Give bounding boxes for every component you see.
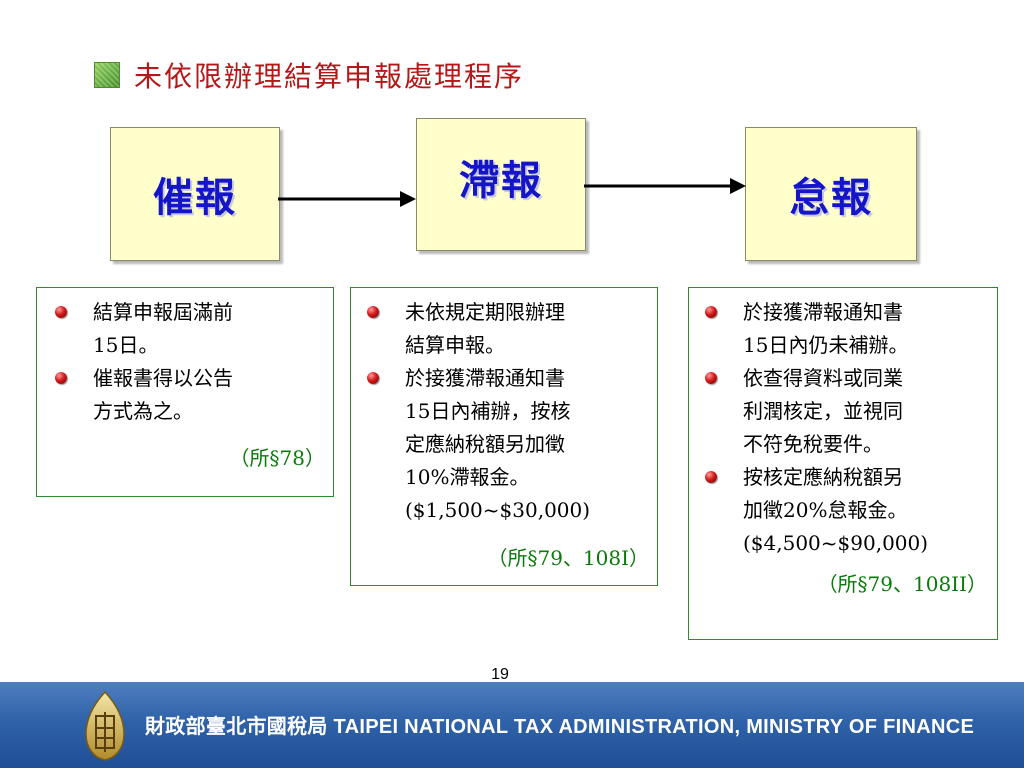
step-label-late-filing: 滯報	[459, 156, 543, 204]
red-bullet-icon	[55, 306, 67, 318]
detail-text-line: 不符免稅要件。	[743, 432, 883, 456]
detail-bullet-item: 催報書得以公告方式為之。	[55, 362, 325, 428]
detail-text-line: 加徵20%怠報金。	[743, 498, 908, 522]
detail-text-line: 15日內補辦，按核	[405, 399, 571, 423]
red-bullet-icon	[367, 372, 379, 384]
slide-title: 未依限辦理結算申報處理程序	[134, 60, 525, 93]
arrow-reminder-to-late-icon	[278, 191, 416, 207]
citation-late-filing: （所§79、108I）	[487, 546, 649, 570]
detail-text-line: 按核定應納稅額另	[743, 465, 903, 489]
detail-bullet-item: 結算申報屆滿前 15日。	[55, 296, 325, 362]
citation-non-filing: （所§79、108II）	[817, 572, 987, 596]
red-bullet-icon	[55, 372, 67, 384]
detail-text-line: 催報書得以公告	[93, 366, 233, 390]
title-bullet-square-icon	[94, 62, 120, 88]
footer-bar: 財政部臺北市國稅局 TAIPEI NATIONAL TAX ADMINISTRA…	[0, 682, 1024, 768]
detail-text-line: 未依規定期限辦理	[405, 300, 565, 324]
arrow-late-to-non-filing-icon	[584, 178, 746, 194]
detail-text-line: 利潤核定，並視同	[743, 399, 903, 423]
detail-box-reminder: 結算申報屆滿前 15日。催報書得以公告方式為之。 （所§78）	[36, 287, 334, 497]
detail-list-reminder: 結算申報屆滿前 15日。催報書得以公告方式為之。	[55, 296, 325, 428]
detail-text-line: 於接獲滯報通知書	[743, 300, 903, 324]
detail-bullet-item: 於接獲滯報通知書 15日內仍未補辦。	[705, 296, 993, 362]
slide-title-row: 未依限辦理結算申報處理程序	[94, 55, 524, 95]
detail-bullet-item: 未依規定期限辦理結算申報。	[367, 296, 649, 362]
red-bullet-icon	[705, 306, 717, 318]
detail-text-line: 方式為之。	[93, 399, 193, 423]
red-bullet-icon	[705, 372, 717, 384]
detail-bullet-item: 於接獲滯報通知書 15日內補辦，按核定應納稅額另加徵 10%滯報金。 ($1,500~…	[367, 362, 649, 527]
detail-text-line: 15日。	[93, 333, 159, 357]
detail-box-late-filing: 未依規定期限辦理結算申報。於接獲滯報通知書 15日內補辦，按核定應納稅額另加徵 10…	[350, 287, 658, 586]
detail-text-line: 依查得資料或同業	[743, 366, 903, 390]
tax-bureau-logo-icon	[85, 690, 125, 761]
step-box-reminder: 催報	[110, 127, 280, 261]
detail-text-line: 結算申報。	[405, 333, 505, 357]
step-label-non-filing: 怠報	[789, 174, 873, 221]
detail-bullet-item: 依查得資料或同業利潤核定，並視同不符免稅要件。	[705, 362, 993, 461]
detail-text-line: ($1,500~$30,000)	[405, 498, 591, 522]
detail-list-late-filing: 未依規定期限辦理結算申報。於接獲滯報通知書 15日內補辦，按核定應納稅額另加徵 10…	[367, 296, 649, 527]
citation-reminder: （所§78）	[229, 446, 325, 470]
detail-text-line: 10%滯報金。	[405, 465, 530, 489]
step-label-reminder: 催報	[153, 174, 237, 221]
step-box-late-filing: 滯報	[416, 118, 586, 251]
detail-text-line: 定應納稅額另加徵	[405, 432, 565, 456]
footer-organization-name: 財政部臺北市國稅局 TAIPEI NATIONAL TAX ADMINISTRA…	[145, 716, 975, 738]
detail-text-line: 結算申報屆滿前	[93, 300, 233, 324]
page-number: 19	[491, 666, 509, 683]
detail-text-line: 於接獲滯報通知書	[405, 366, 565, 390]
red-bullet-icon	[705, 471, 717, 483]
red-bullet-icon	[367, 306, 379, 318]
step-box-non-filing: 怠報	[745, 127, 917, 261]
detail-text-line: ($4,500~$90,000)	[743, 531, 929, 555]
detail-text-line: 15日內仍未補辦。	[743, 333, 909, 357]
detail-bullet-item: 按核定應納稅額另加徵20%怠報金。 ($4,500~$90,000)	[705, 461, 993, 560]
